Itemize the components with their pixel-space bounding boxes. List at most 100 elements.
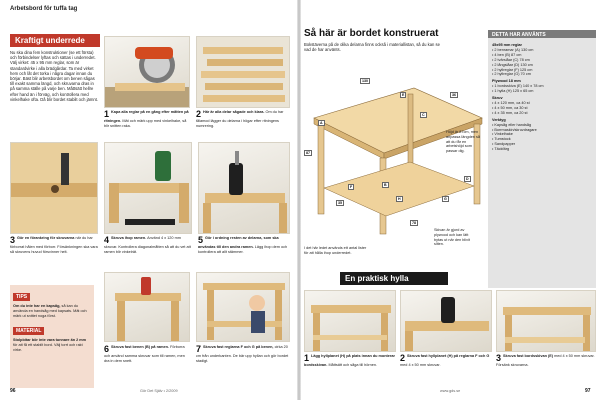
materials-item: • 4 x 120 mm, ca 40 st [492,100,530,105]
materials-item: • Täckfärg [492,147,510,152]
caption-title: Skruva ihop ramen. [111,236,147,240]
callout-rails: I det här ledet används ett antal lister… [304,246,367,255]
photo-shelf-1 [304,290,396,352]
tip-box: TIPS Om du inte har en kapsåg, så kan du… [10,285,94,388]
dim-label: 35 [336,200,344,206]
materials-item: • 2 tvärslåar (C) 78 cm [492,57,530,62]
step-number: 3 [10,236,16,245]
shelf-section-title: En praktisk hylla [340,272,448,285]
step-number: 2 [400,354,406,363]
part-letter: F [348,184,355,190]
caption-text: med 4 x 50 mm skruvar. Försänk skruvarna… [496,354,595,367]
caption-text: Använd 4 x 120 mm skruvar. Kontrollera d… [104,236,191,254]
materials-item: • 1 hylla (H) 125 x 65 cm [492,89,534,94]
shelf-shape [323,161,475,217]
workbench-drawing [313,87,483,235]
leg-front-left [317,123,325,215]
materials-heading: Verktyg [492,117,506,122]
caption-text: Lägg ihop dem och kontrollera att allt s… [198,245,288,254]
callout-height: Höjd är 87cm, men anpassa längden så att… [446,130,480,154]
materials-item: • Kapsåg eller handsåg [492,122,532,127]
photo-step-3 [10,142,98,234]
caption-text: Om du har tålamod lägger du delarna i hö… [196,110,284,128]
materials-heading: 45x95 mm reglar [492,43,522,47]
caption-title: Skruva fast hyllplanet (H) på reglarna F… [407,354,490,358]
materials-item: • 2 benramar (A) 130 cm [492,47,534,52]
right-page: Så här är bordet konstruerat Bokstäverna… [300,0,600,400]
materials-item: • 2 hyllreglar (G) 70 cm [492,72,531,77]
photo-shelf-2 [400,290,492,352]
materials-item: • 4 ben (B) 87 cm [492,52,522,57]
caption-text: Mät och märk upp med vinkelhake, så blir… [104,119,187,128]
materials-item: • Tumstock [492,137,511,142]
tip-bold: Om du inte har en kapsåg, [13,304,61,308]
photo-step-7 [196,272,290,342]
dim-label: 36 [450,92,458,98]
material-bold: Stolpbitar bör inte vara tunnare än 2 mm [13,338,86,343]
section-title: Så här är bordet konstruerat [304,28,439,39]
photo-step-1 [104,36,190,108]
left-page: Arbetsbord för tuffa tag Kraftigt underr… [0,0,298,400]
photo-step-4 [104,142,192,234]
step-number: 4 [104,236,110,245]
materials-item: • Vinkelhake [492,132,513,137]
part-letter: D [464,176,471,182]
caption-title: Här är alla delar sågade och klara. [203,110,265,114]
part-letter: E [400,92,407,98]
caption-text: när du har förborrat hålen med förborr. … [10,236,98,254]
part-letter: G [442,196,449,202]
page-number: 96 [10,388,16,394]
step-number: 7 [196,345,202,354]
step-number: 3 [496,354,502,363]
materials-item: • 2 långslåar (D) 130 cm [492,62,533,67]
step-number: 6 [104,345,110,354]
step-number: 1 [104,110,110,119]
materials-item: • Sandpapper [492,142,516,147]
caption-text: med 4 x 50 mm skruvar. [400,363,441,367]
photo-shelf-3 [496,290,596,352]
part-letter: C [420,112,427,118]
caption-text: Måttsätt och såga till hörnen. [328,363,378,367]
step-number: 5 [198,236,204,245]
material-label: MATERIAL [13,327,45,336]
tip-text: Om du inte har en kapsåg, så kan du anvä… [10,303,94,319]
tip-label: TIPS [13,293,31,301]
dim-label: 87 [304,150,312,156]
caption-title: Skruva fast benen (B) på ramen. [111,345,170,349]
materials-heading: Plywood 18 mm [492,79,521,84]
caption-title: Gör en förankring för skruvarna [17,236,75,240]
part-letter: A [318,120,325,126]
caption-title: Skruva fast reglarna F och G på benen, [203,345,274,349]
leg-back-right [473,123,481,205]
part-letter: B [382,182,389,188]
caption-title: Kapa alla reglar på en gång efter måtten… [104,110,189,123]
dim-label: 78 [410,220,418,226]
page-number: 97 [585,388,591,394]
page-footer: Gör Det Själv • 2/2009 [140,389,178,393]
materials-list: 45x95 mm reglar• 2 benramar (A) 130 cm• … [488,38,596,288]
photo-step-6 [104,272,190,342]
section-title: Kraftigt underrede [10,34,100,47]
materials-item: • Borrmaskin/skruvdragare [492,127,537,132]
materials-item: • 1 bordsskiva (E) 140 x 78 cm [492,84,544,89]
sidebar-header: DETTA HAR ANVÄNTS [488,30,596,40]
intro-text: Bokstäverna på de olika delarna finns oc… [304,42,440,53]
caption-title: Lägg hyllplanet (H) på plats innan du mo… [304,354,395,367]
gutter [297,0,301,400]
step-number: 1 [304,354,310,363]
materials-item: • 2 hyllreglar (F) 125 cm [492,67,533,72]
caption-title: Skruva fast bordsskivan (E) [503,354,554,358]
materials-item: • 4 x 35 mm, ca 20 st [492,110,528,115]
page-footer: www.gds.se [440,389,461,393]
tip-body: så kan du använda en handsåg med kapsats… [13,304,87,318]
dim-label: 130 [360,78,370,84]
materials-heading: Skruv [492,96,503,101]
caption-text: Förborra och använd samma skruvar som ti… [104,345,185,363]
caption-text: cirka 20 cm från underkanten. De bär upp… [196,345,289,363]
